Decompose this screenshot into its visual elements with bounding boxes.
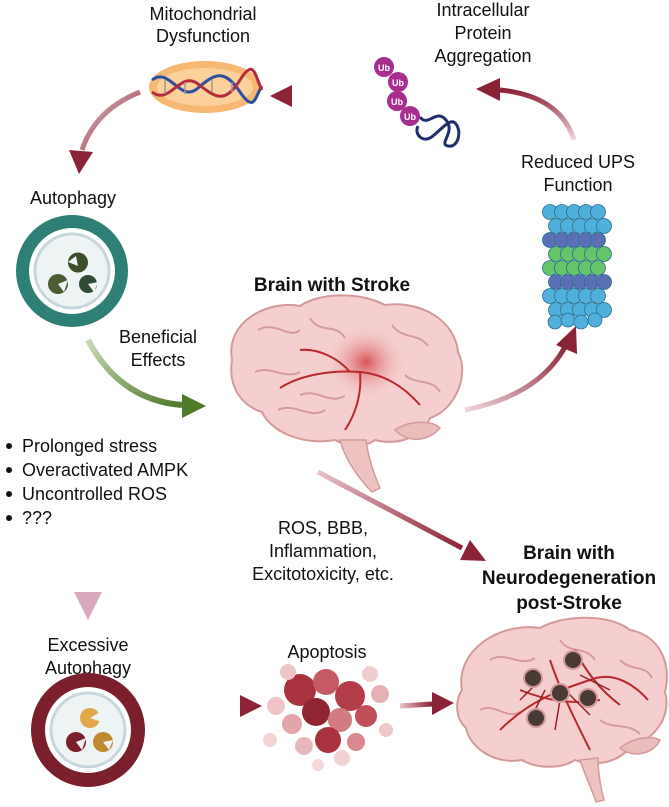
ub-label: Ub	[391, 97, 403, 107]
factor-item: Uncontrolled ROS	[22, 484, 167, 504]
excessive-label-line1: Excessive	[47, 635, 128, 655]
apoptotic-bodies-icon	[263, 664, 393, 771]
excessive-autophagy-cell-icon	[31, 673, 145, 787]
protein-label-line3: Aggregation	[434, 46, 531, 66]
proteasome-subunit	[596, 246, 612, 262]
factor-list: Prolonged stress Overactivated AMPK Unco…	[6, 436, 188, 528]
neuro-title-line3: post-Stroke	[516, 593, 622, 614]
proteasome-subunit	[590, 260, 606, 276]
ros-label-line2: Inflammation,	[269, 541, 377, 561]
proteasome-subunit	[560, 312, 576, 328]
apoptotic-body	[379, 723, 393, 737]
apoptotic-body	[295, 737, 313, 755]
proteasome-icon	[542, 204, 612, 330]
bullet-dot	[6, 467, 12, 473]
apoptotic-body	[371, 685, 389, 703]
arrow-beneficial	[85, 338, 206, 418]
autophagy-label: Autophagy	[30, 188, 116, 208]
proteasome-subunit	[573, 314, 589, 330]
apoptotic-body	[313, 669, 339, 695]
arrow-autophagy-to-excessive	[74, 335, 102, 620]
apoptotic-body	[315, 727, 341, 753]
ub-bead	[387, 91, 407, 111]
arrow-mito-to-autophagy	[69, 89, 141, 174]
plaque-spot	[526, 708, 546, 728]
apoptotic-body	[355, 705, 377, 727]
beneficial-label-line1: Beneficial	[119, 327, 197, 347]
mito-label-line1: Mitochondrial	[149, 4, 256, 24]
proteasome-subunit	[590, 232, 606, 248]
ub-label: Ub	[378, 63, 390, 73]
plaque-spot	[563, 650, 583, 670]
apoptotic-body	[282, 714, 302, 734]
proteasome-subunit	[596, 218, 612, 234]
arrow-protein-to-mito	[270, 85, 355, 107]
ups-label-line2: Function	[543, 175, 612, 195]
protein-label-line2: Protein	[454, 23, 511, 43]
apoptotic-body	[284, 674, 316, 706]
factor-item: ???	[22, 508, 52, 528]
beneficial-label-line2: Effects	[131, 350, 186, 370]
bullet-dot	[6, 491, 12, 497]
apoptotic-body	[334, 750, 350, 766]
proteasome-subunit	[590, 204, 606, 220]
ups-label-line1: Reduced UPS	[521, 152, 635, 172]
proteasome-subunit	[590, 288, 606, 304]
apoptotic-body	[328, 708, 352, 732]
mito-label-line2: Dysfunction	[156, 26, 250, 46]
arrow-stroke-to-neuro	[316, 469, 486, 561]
neuro-title-line1: Brain with	[523, 543, 615, 564]
factor-item: Overactivated AMPK	[22, 460, 188, 480]
excessive-label-line2: Autophagy	[45, 658, 131, 678]
autophagosome-shape	[68, 252, 88, 273]
autophagy-cell-icon	[16, 215, 128, 327]
plaque-spot	[578, 688, 598, 708]
ub-bead	[374, 57, 394, 77]
apoptotic-body	[280, 664, 296, 680]
ubiquitin-protein-icon: Ub Ub Ub Ub	[374, 57, 461, 148]
bullet-dot	[6, 443, 12, 449]
proteasome-subunit	[587, 312, 603, 328]
arrow-excessive-to-apoptosis	[168, 695, 262, 717]
brain-stroke-icon	[230, 294, 464, 493]
ub-label: Ub	[404, 112, 416, 122]
brain-stroke-title: Brain with Stroke	[254, 275, 410, 296]
apoptotic-body	[362, 666, 378, 682]
proteasome-subunit	[596, 302, 612, 318]
plaque-spot	[523, 668, 543, 688]
proteasome-subunit	[547, 314, 563, 330]
brain-neurodegeneration-icon	[456, 616, 668, 803]
apoptotic-body	[312, 759, 324, 771]
plaque-spot	[550, 683, 570, 703]
neuro-title-line2: Neurodegeneration	[482, 568, 656, 589]
apoptotic-body	[302, 698, 330, 726]
mitochondrion-icon	[149, 61, 264, 113]
apoptotic-body	[263, 733, 277, 747]
apoptotic-body	[347, 733, 365, 751]
ub-bead	[388, 72, 408, 92]
arrow-stroke-to-ups	[464, 326, 577, 413]
apoptotic-body	[267, 697, 285, 715]
protein-label-line1: Intracellular	[436, 0, 529, 20]
ros-label-line1: ROS, BBB,	[278, 518, 368, 538]
ub-bead	[400, 106, 420, 126]
bullet-dot	[6, 515, 12, 521]
ub-label: Ub	[392, 78, 404, 88]
arrow-apoptosis-to-neuro	[399, 692, 454, 715]
apoptotic-body	[335, 681, 365, 711]
arrow-ups-to-protein	[476, 78, 577, 141]
apoptosis-label: Apoptosis	[287, 642, 366, 662]
proteasome-subunit	[596, 274, 612, 290]
ros-label-line3: Excitotoxicity, etc.	[252, 564, 394, 584]
